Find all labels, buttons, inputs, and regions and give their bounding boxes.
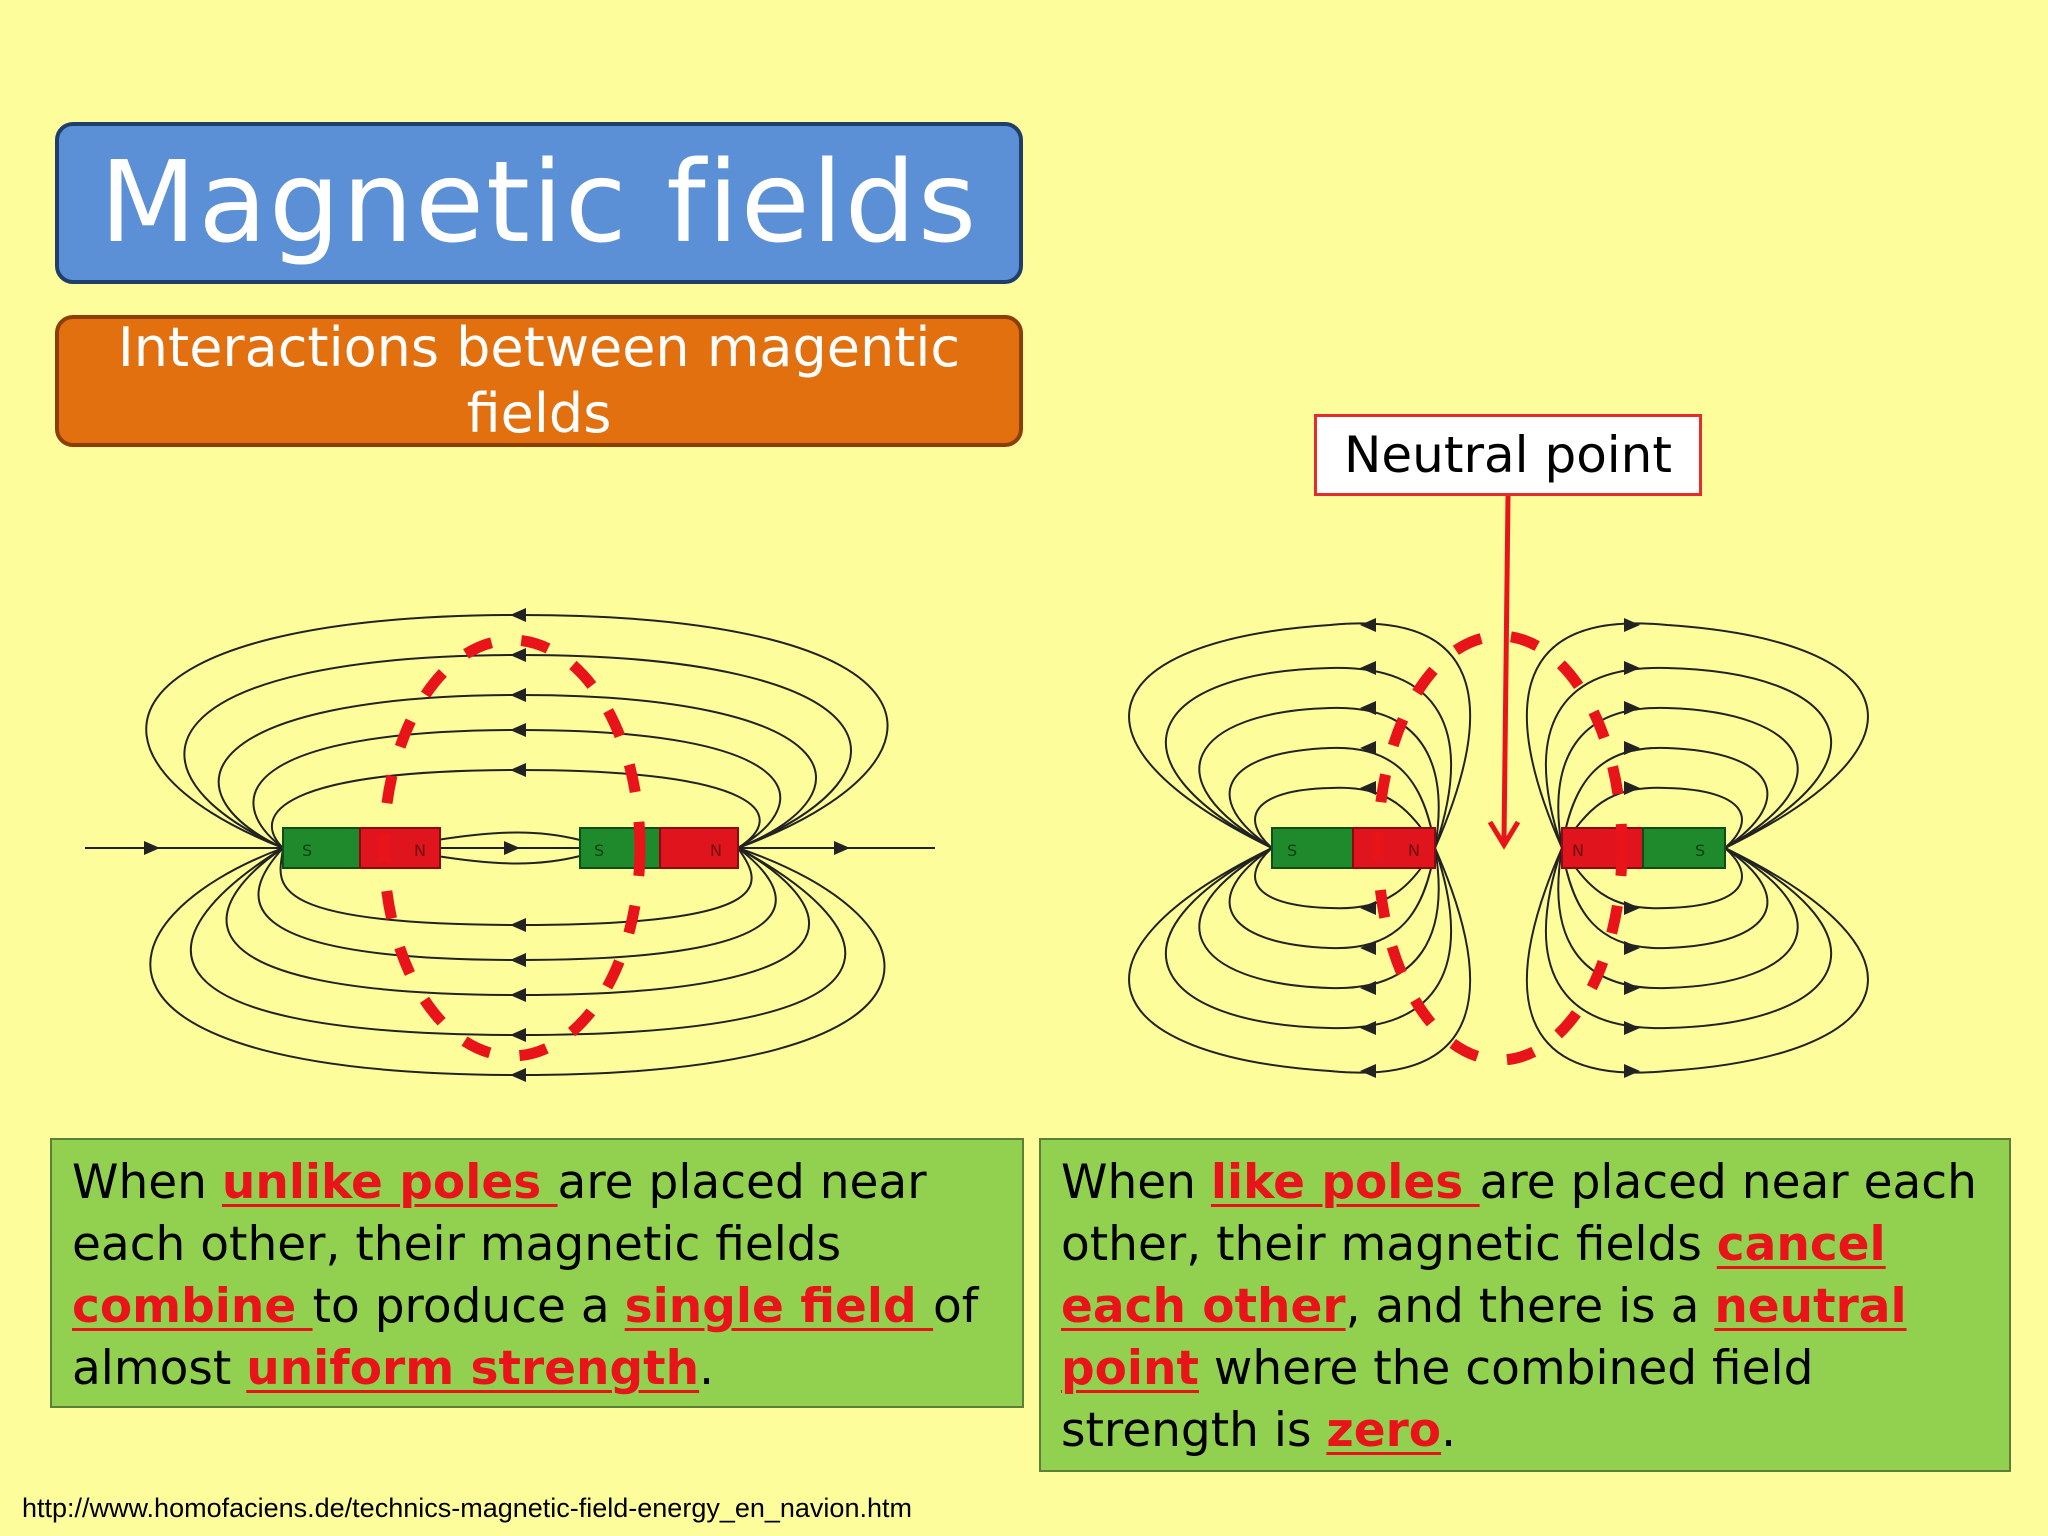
field-line	[1228, 847, 1436, 950]
neutral-point-callout: Neutral point	[1314, 414, 1702, 496]
source-url: http://www.homofaciens.de/technics-magne…	[22, 1493, 912, 1523]
field-line	[149, 847, 886, 1077]
text-segment: where the combined field strength is	[1061, 1341, 1814, 1458]
field-line	[1198, 847, 1440, 990]
text-segment: , and there is a	[1345, 1279, 1715, 1334]
title-banner: Magnetic fields	[55, 122, 1023, 284]
keyword: neutral point	[1061, 1279, 1907, 1396]
field-line	[270, 768, 761, 849]
left-magnet-1: S N	[282, 827, 441, 869]
keyword: unlike poles	[221, 1155, 558, 1210]
pole-label: S	[1287, 841, 1297, 860]
page-subtitle: Interactions between magentic fields	[117, 316, 961, 445]
field-line	[145, 613, 889, 849]
field-line	[1198, 706, 1440, 849]
text-segment: of almost	[72, 1279, 979, 1396]
page-title: Magnetic fields	[99, 138, 979, 268]
field-line	[217, 693, 818, 849]
field-line	[1561, 847, 1743, 910]
pole-label: S	[302, 841, 312, 860]
field-line	[1561, 786, 1743, 849]
field-line	[1128, 847, 1471, 1074]
unlike-poles-diagram	[85, 525, 935, 1082]
keyword: combine	[72, 1279, 313, 1334]
text-segment: are placed near each other, their magnet…	[72, 1155, 927, 1272]
field-line	[1557, 706, 1799, 849]
pole-label: N	[710, 841, 722, 860]
field-line	[1165, 847, 1452, 1030]
field-line	[436, 855, 581, 865]
callout-label: Neutral point	[1344, 426, 1672, 484]
field-line	[1526, 847, 1869, 1074]
highlight-ellipse	[378, 634, 646, 1062]
text-segment: .	[699, 1341, 715, 1396]
field-line	[225, 847, 810, 997]
pole-label: N	[1408, 841, 1420, 860]
pole-label: S	[1695, 841, 1705, 860]
neutral-point-arrow	[1487, 495, 1521, 850]
highlight-ellipse	[1372, 630, 1628, 1066]
keyword: zero	[1326, 1403, 1442, 1458]
left-magnet-2: S N	[579, 827, 739, 869]
pole-label: N	[414, 841, 426, 860]
field-line	[252, 728, 782, 849]
field-line	[257, 847, 777, 962]
like-poles-explanation: When like poles are placed near each oth…	[1039, 1138, 2011, 1472]
pole-label: S	[594, 841, 604, 860]
field-line	[1228, 746, 1436, 849]
text-segment: .	[1441, 1403, 1457, 1458]
field-line	[1561, 847, 1769, 950]
field-line	[1526, 622, 1869, 849]
field-line	[1165, 666, 1452, 849]
text-segment: When	[72, 1155, 222, 1210]
field-line	[1128, 622, 1471, 849]
field-line	[1561, 746, 1769, 849]
field-line	[279, 847, 753, 927]
text-segment: When	[1061, 1155, 1211, 1210]
field-line	[436, 831, 581, 841]
field-line	[1545, 666, 1832, 849]
pole-label: N	[1572, 841, 1584, 860]
unlike-poles-explanation: When unlike poles are placed near each o…	[50, 1138, 1024, 1408]
keyword: uniform strength	[246, 1341, 700, 1396]
keyword: single field	[624, 1279, 934, 1334]
field-line	[1557, 847, 1799, 990]
field-line	[1254, 847, 1436, 910]
text-segment: are placed near each other, their magnet…	[1061, 1155, 1977, 1272]
right-magnet-2: N S	[1561, 827, 1726, 869]
field-line	[1254, 786, 1436, 849]
text-segment: to produce a	[312, 1279, 625, 1334]
right-magnet-1: S N	[1271, 827, 1436, 869]
like-poles-diagram	[1128, 618, 1869, 1078]
field-line	[183, 653, 852, 849]
field-line	[130, 525, 780, 835]
keyword: like poles	[1210, 1155, 1480, 1210]
field-line	[1545, 847, 1832, 1030]
field-line	[189, 847, 847, 1037]
keyword: cancel each other	[1061, 1217, 1886, 1334]
subtitle-banner: Interactions between magentic fields	[55, 315, 1023, 447]
